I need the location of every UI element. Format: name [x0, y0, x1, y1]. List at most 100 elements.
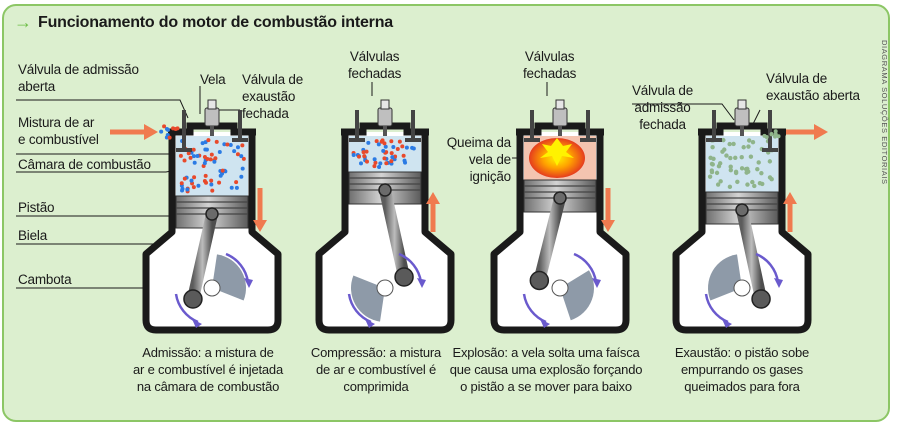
exhaust-particle	[741, 145, 746, 150]
fuel-particle	[372, 164, 377, 169]
fuel-particle	[202, 155, 207, 160]
spark-plug-tip	[558, 126, 562, 136]
rotation-arrow-head	[592, 278, 601, 288]
fuel-particle	[203, 140, 208, 145]
crank-counterweight	[708, 254, 742, 301]
motion-arrow-head	[253, 220, 267, 232]
title-row: → Funcionamento do motor de combustão in…	[14, 12, 393, 33]
exhaust-particle	[709, 161, 715, 167]
exhaust-particle	[750, 139, 756, 145]
fuel-particle	[401, 153, 406, 158]
fuel-particle	[182, 176, 187, 181]
intake-valve-stem	[182, 110, 186, 148]
exhaust-particle	[727, 141, 732, 147]
intake-valve-head	[524, 138, 540, 142]
engine-admissao	[142, 99, 282, 334]
fuel-particle	[188, 155, 193, 160]
exhaust-particle	[724, 153, 729, 158]
fuel-particle	[185, 187, 190, 192]
fuel-particle	[391, 145, 396, 150]
spark-plug-cap	[380, 99, 390, 110]
exhaust-particle	[776, 134, 781, 139]
label-vela: Vela	[200, 72, 226, 87]
exhaust-particle	[748, 154, 754, 159]
connecting-rod	[736, 204, 768, 305]
connecting-rod	[533, 192, 566, 287]
exhaust-particle	[733, 155, 738, 161]
exhaust-particle	[709, 168, 715, 173]
fuel-particle	[228, 142, 233, 147]
crank-pin	[183, 289, 203, 309]
rotation-arrow-head	[244, 278, 253, 288]
intake-valve-stem	[530, 110, 534, 138]
fuel-particle	[232, 149, 237, 154]
fuel-particle	[382, 141, 387, 146]
exhaust-particle	[731, 141, 736, 147]
intake-particle	[164, 127, 169, 132]
fuel-particle	[364, 149, 369, 154]
exhaust-particle	[769, 177, 774, 182]
exhaust-particle	[739, 166, 745, 171]
fuel-particle	[389, 151, 394, 156]
label-pistao: Pistão	[18, 200, 55, 215]
intake-particle	[173, 127, 178, 132]
exhaust-particle	[728, 155, 733, 161]
fuel-particle	[206, 138, 211, 143]
exhaust-particle	[756, 160, 761, 165]
fuel-particle	[397, 139, 402, 144]
crankshaft	[203, 279, 221, 297]
fuel-particle	[192, 175, 197, 180]
label-cambota: Cambota	[18, 272, 72, 287]
intake-flow-arrow-head	[144, 124, 158, 140]
intake-valve-stem	[712, 110, 716, 138]
exhaust-particle	[735, 179, 740, 185]
crank-pin	[529, 270, 550, 291]
connecting-rod	[186, 208, 218, 305]
rotation-arrow-head	[192, 319, 202, 328]
fuel-particle	[209, 182, 214, 187]
fuel-particle	[217, 180, 222, 185]
crank-counterweight	[212, 254, 246, 301]
exhaust-particle	[773, 129, 778, 134]
crank-counterweight	[351, 275, 385, 322]
exhaust-particle	[752, 183, 757, 189]
spark-plug	[552, 107, 568, 127]
intake-particle	[167, 135, 172, 140]
piston-pin	[553, 191, 567, 205]
exhaust-particle	[757, 180, 763, 186]
fuel-particle	[235, 145, 240, 150]
fuel-particle	[400, 144, 405, 149]
exhaust-particle	[769, 132, 774, 137]
title-arrow-icon: →	[14, 12, 32, 32]
rotation-arrow-head	[774, 278, 783, 288]
piston-pin	[205, 207, 219, 221]
fuel-particle	[200, 141, 205, 146]
spark-plug-tip	[210, 126, 214, 136]
crankshaft	[733, 279, 751, 297]
exhaust-particle	[767, 159, 773, 164]
fuel-particle	[389, 139, 394, 144]
crankshaft	[551, 279, 569, 297]
piston-pin	[735, 203, 749, 217]
exhaust-valve-stem	[768, 110, 772, 148]
fuel-particle	[220, 171, 225, 176]
exhaust-particle	[733, 170, 739, 176]
intake-particle	[159, 129, 164, 134]
fuel-particle	[356, 154, 361, 159]
fuel-particle	[234, 185, 239, 190]
fuel-particle	[362, 154, 367, 159]
rotation-arrow-head	[540, 319, 550, 328]
exhaust-particle	[728, 167, 734, 173]
exhaust-particle	[746, 144, 751, 149]
rotation-arrow-head	[722, 319, 732, 328]
exhaust-particle	[708, 155, 713, 161]
motion-arrow-head	[426, 192, 440, 204]
exhaust-particle	[755, 166, 760, 172]
